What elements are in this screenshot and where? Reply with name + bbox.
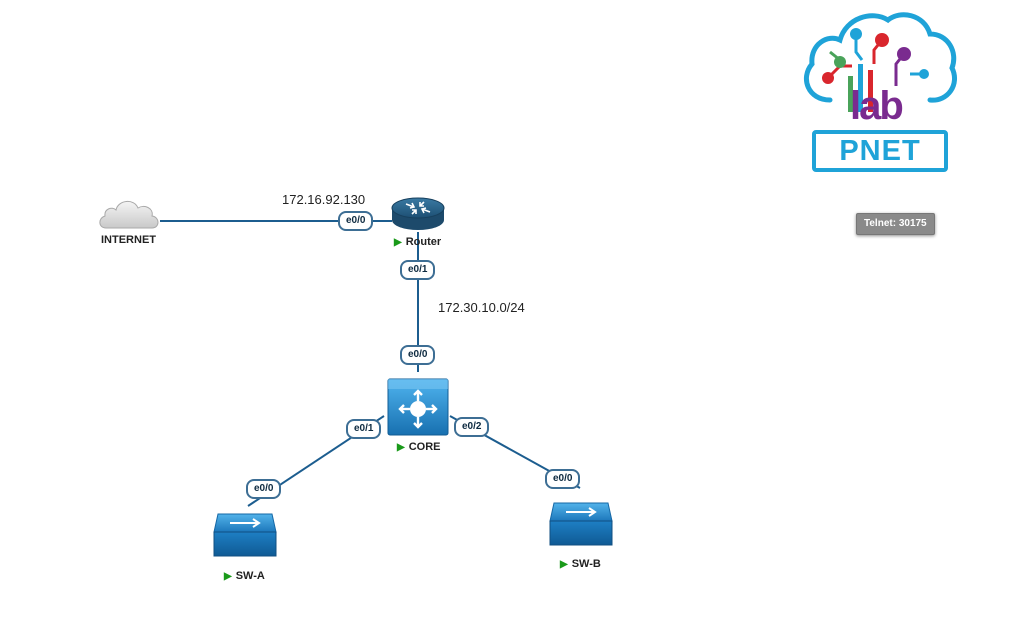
router-node[interactable]: [390, 194, 446, 234]
core-name: CORE: [408, 441, 441, 453]
running-status-icon: ▶: [560, 559, 568, 570]
router-name: Router: [405, 236, 442, 248]
sw-b-label: ▶SW-B: [560, 558, 601, 570]
switch-icon: [213, 513, 277, 557]
sw-b-e0-0-interface[interactable]: e0/0: [545, 469, 581, 489]
logo-lab-text: lab: [850, 84, 904, 128]
router-e0-0-interface[interactable]: e0/0: [338, 211, 374, 231]
core-e0-1-interface[interactable]: e0/1: [346, 419, 382, 439]
sw-a-name: SW-A: [235, 570, 265, 582]
running-status-icon: ▶: [394, 237, 402, 248]
sw-a-node[interactable]: [212, 512, 278, 558]
router-label: ▶Router: [394, 236, 441, 248]
sw-a-e0-0-interface[interactable]: e0/0: [246, 479, 282, 499]
wan-network-label: 172.16.92.130: [282, 192, 366, 207]
running-status-icon: ▶: [224, 571, 232, 582]
layer3-switch-icon: [387, 378, 449, 436]
core-e0-2-interface[interactable]: e0/2: [454, 417, 490, 437]
core-label: ▶CORE: [397, 441, 440, 453]
logo-brand-box: PNET: [812, 130, 948, 172]
cloud-icon: [99, 201, 159, 229]
switch-icon: [549, 502, 613, 546]
sw-b-node[interactable]: [548, 501, 614, 547]
internet-node[interactable]: [96, 196, 162, 232]
sw-a-label: ▶SW-A: [224, 570, 265, 582]
router-icon: [391, 197, 445, 230]
router-e0-1-interface[interactable]: e0/1: [400, 260, 436, 280]
pnet-lab-logo: lab PNET: [800, 4, 960, 172]
internet-label: INTERNET: [101, 234, 156, 246]
running-status-icon: ▶: [397, 442, 405, 453]
logo-brand-text: PNET: [839, 135, 921, 167]
core-e0-0-interface[interactable]: e0/0: [400, 345, 436, 365]
telnet-tooltip: Telnet: 30175: [856, 213, 935, 235]
core-node[interactable]: [387, 378, 449, 436]
lan-network-label: 172.30.10.0/24: [438, 300, 525, 315]
sw-b-name: SW-B: [571, 558, 601, 570]
